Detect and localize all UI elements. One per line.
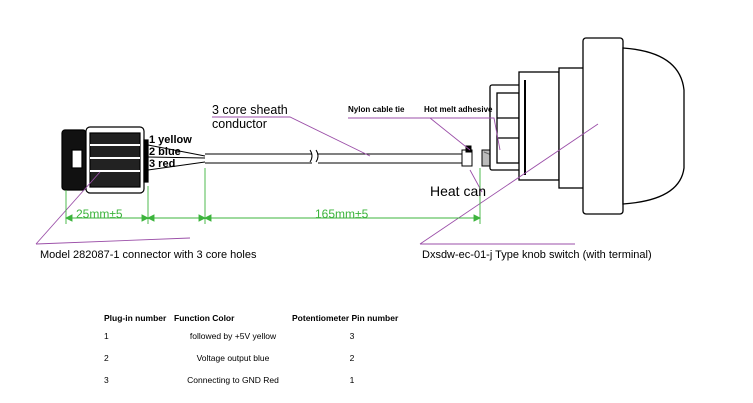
wire-label-yellow: 1 yellow [149,134,192,146]
row-pin: 2 [349,353,355,363]
leader-lines [35,116,599,245]
heat-can-label: Heat can [430,183,487,199]
sheath-label-line2: conductor [212,117,267,131]
nylon-tie-label: Nylon cable tie [348,105,405,114]
sheath-label-line1: 3 core sheath [212,103,288,117]
wire-label-red: 3 red [149,158,176,170]
pin-table-header: Plug-in number Function Color Potentiome… [104,311,412,325]
row-plug: 2 [104,353,109,363]
switch-caption: Dxsdw-ec-01-j Type knob switch (with ter… [422,249,652,261]
row-pin: 1 [349,375,355,385]
row-function-color: Voltage output blue [196,353,270,363]
dimension-25mm: 25mm±5 [76,207,123,221]
row-pin: 3 [349,331,355,341]
wire-label-blue: 2 blue [149,146,181,158]
knob-switch [489,37,685,215]
dimension-lines [64,168,482,224]
dimension-165mm: 165mm±5 [315,207,369,221]
header-plug: Plug-in number [104,313,167,323]
table-row: 2 Voltage output blue 2 [104,347,412,369]
hot-melt-label: Hot melt adhesive [424,105,493,114]
connector-282087 [61,126,149,194]
sheath-conductor-label: 3 core sheath conductor [212,103,288,131]
header-function-color: Function Color [174,313,235,323]
header-pin: Potentiometer Pin number [292,313,399,323]
row-function-color: Connecting to GND Red [187,375,279,385]
row-function-color: followed by +5V yellow [189,331,277,341]
table-row: 1 followed by +5V yellow 3 [104,325,412,347]
wire-fanout [147,144,206,171]
pin-table: Plug-in number Function Color Potentiome… [104,311,412,391]
row-plug: 3 [104,375,109,385]
table-row: 3 Connecting to GND Red 1 [104,369,412,391]
sheath-cable [205,149,470,164]
connector-caption: Model 282087-1 connector with 3 core hol… [40,249,257,261]
row-plug: 1 [104,331,109,341]
